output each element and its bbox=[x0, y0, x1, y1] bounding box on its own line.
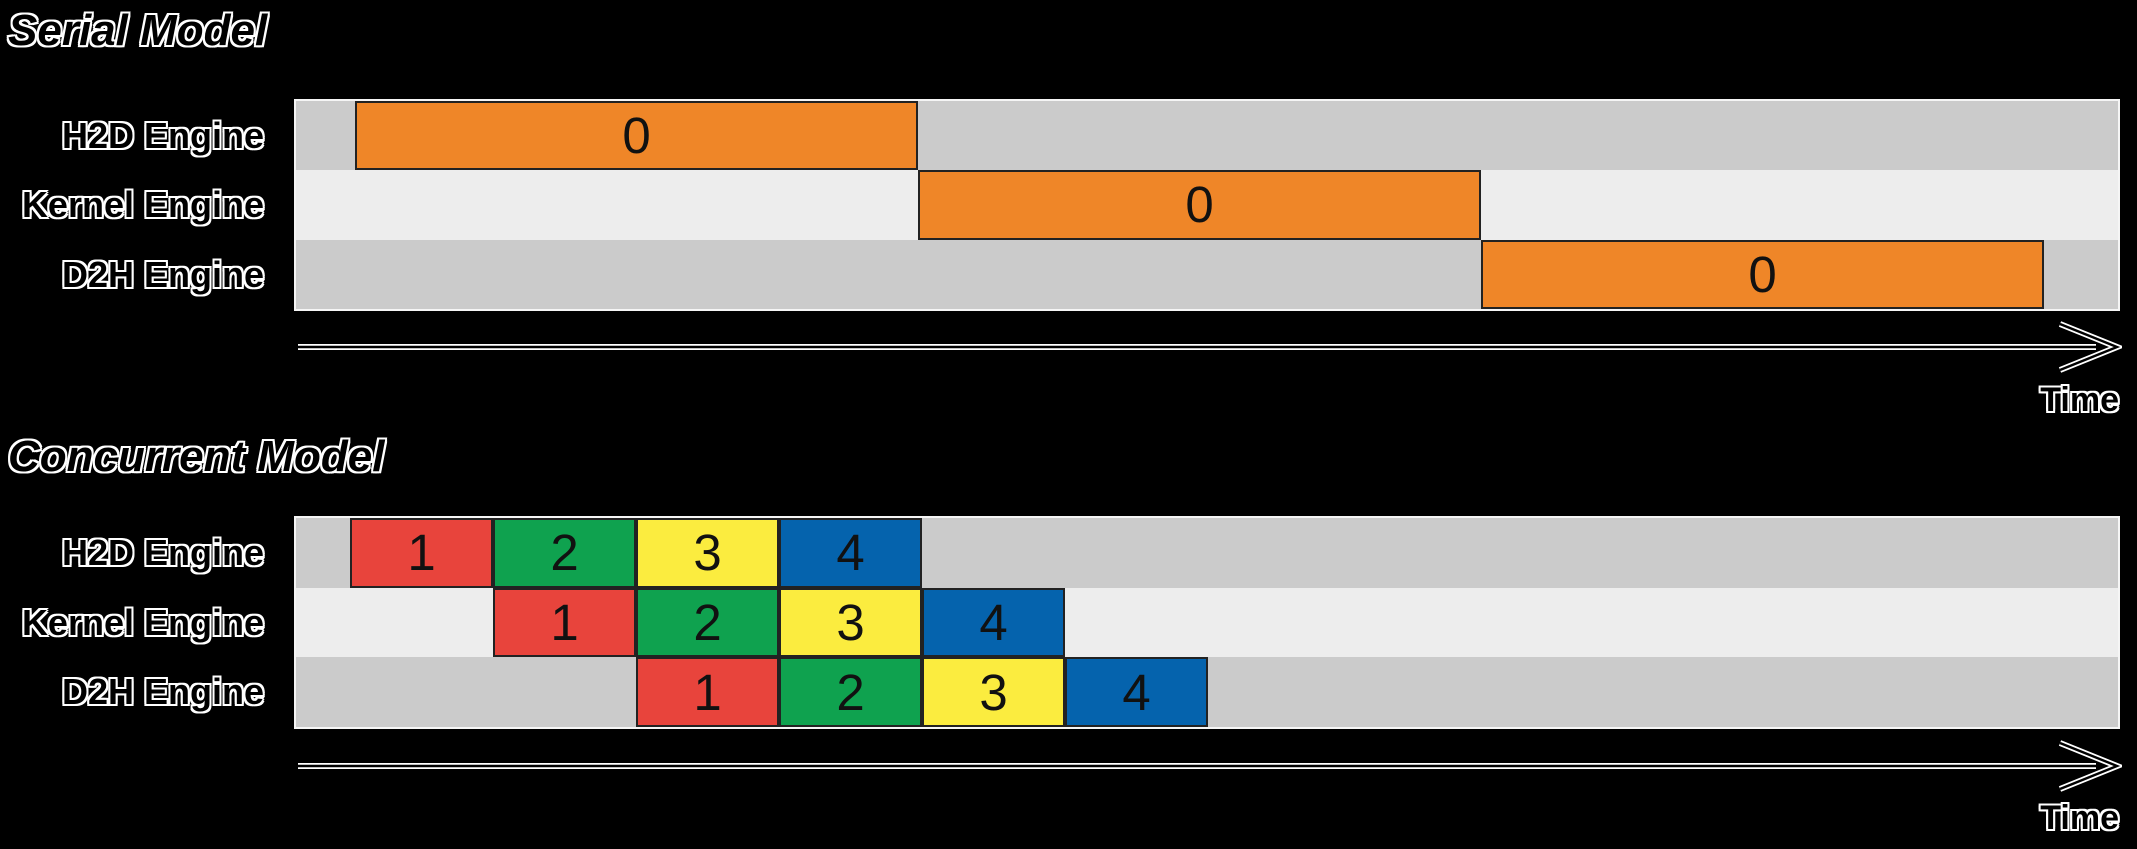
engine-track-row: 0 bbox=[296, 170, 2118, 240]
concurrent-time-axis-label: Time bbox=[2040, 799, 2119, 837]
task-bar-3: 3 bbox=[779, 587, 922, 658]
task-bar-2: 2 bbox=[779, 657, 922, 728]
concurrent-engine-label-h2d: H2D Engine bbox=[61, 532, 264, 573]
task-bar-3: 3 bbox=[636, 518, 779, 588]
serial-engine-label-kernel: Kernel Engine bbox=[21, 184, 264, 225]
task-bar-4: 4 bbox=[922, 587, 1065, 658]
task-bar-3: 3 bbox=[922, 657, 1065, 728]
concurrent-engine-label-d2h: D2H Engine bbox=[61, 671, 264, 712]
task-bar-1: 1 bbox=[493, 587, 636, 658]
concurrent-time-axis-arrow bbox=[298, 740, 2122, 792]
task-bar-0: 0 bbox=[355, 101, 918, 171]
serial-time-axis-arrow bbox=[298, 321, 2122, 373]
task-bar-2: 2 bbox=[493, 518, 636, 588]
task-bar-4: 4 bbox=[779, 518, 922, 588]
task-bar-1: 1 bbox=[350, 518, 493, 588]
task-bar-2: 2 bbox=[636, 587, 779, 658]
task-bar-0: 0 bbox=[918, 170, 1481, 240]
concurrent-model-title: Concurrent Model bbox=[8, 432, 385, 481]
task-bar-4: 4 bbox=[1065, 657, 1208, 728]
serial-time-axis-label: Time bbox=[2040, 381, 2119, 419]
engine-track-row: 0 bbox=[296, 239, 2118, 309]
task-bar-1: 1 bbox=[636, 657, 779, 728]
serial-model-title: Serial Model bbox=[8, 6, 268, 55]
concurrent-engine-label-kernel: Kernel Engine bbox=[21, 602, 264, 643]
engine-track-row: 0 bbox=[296, 101, 2118, 171]
task-bar-0: 0 bbox=[1481, 239, 2044, 309]
serial-engine-label-d2h: D2H Engine bbox=[61, 254, 264, 295]
serial-engine-label-h2d: H2D Engine bbox=[61, 115, 264, 156]
